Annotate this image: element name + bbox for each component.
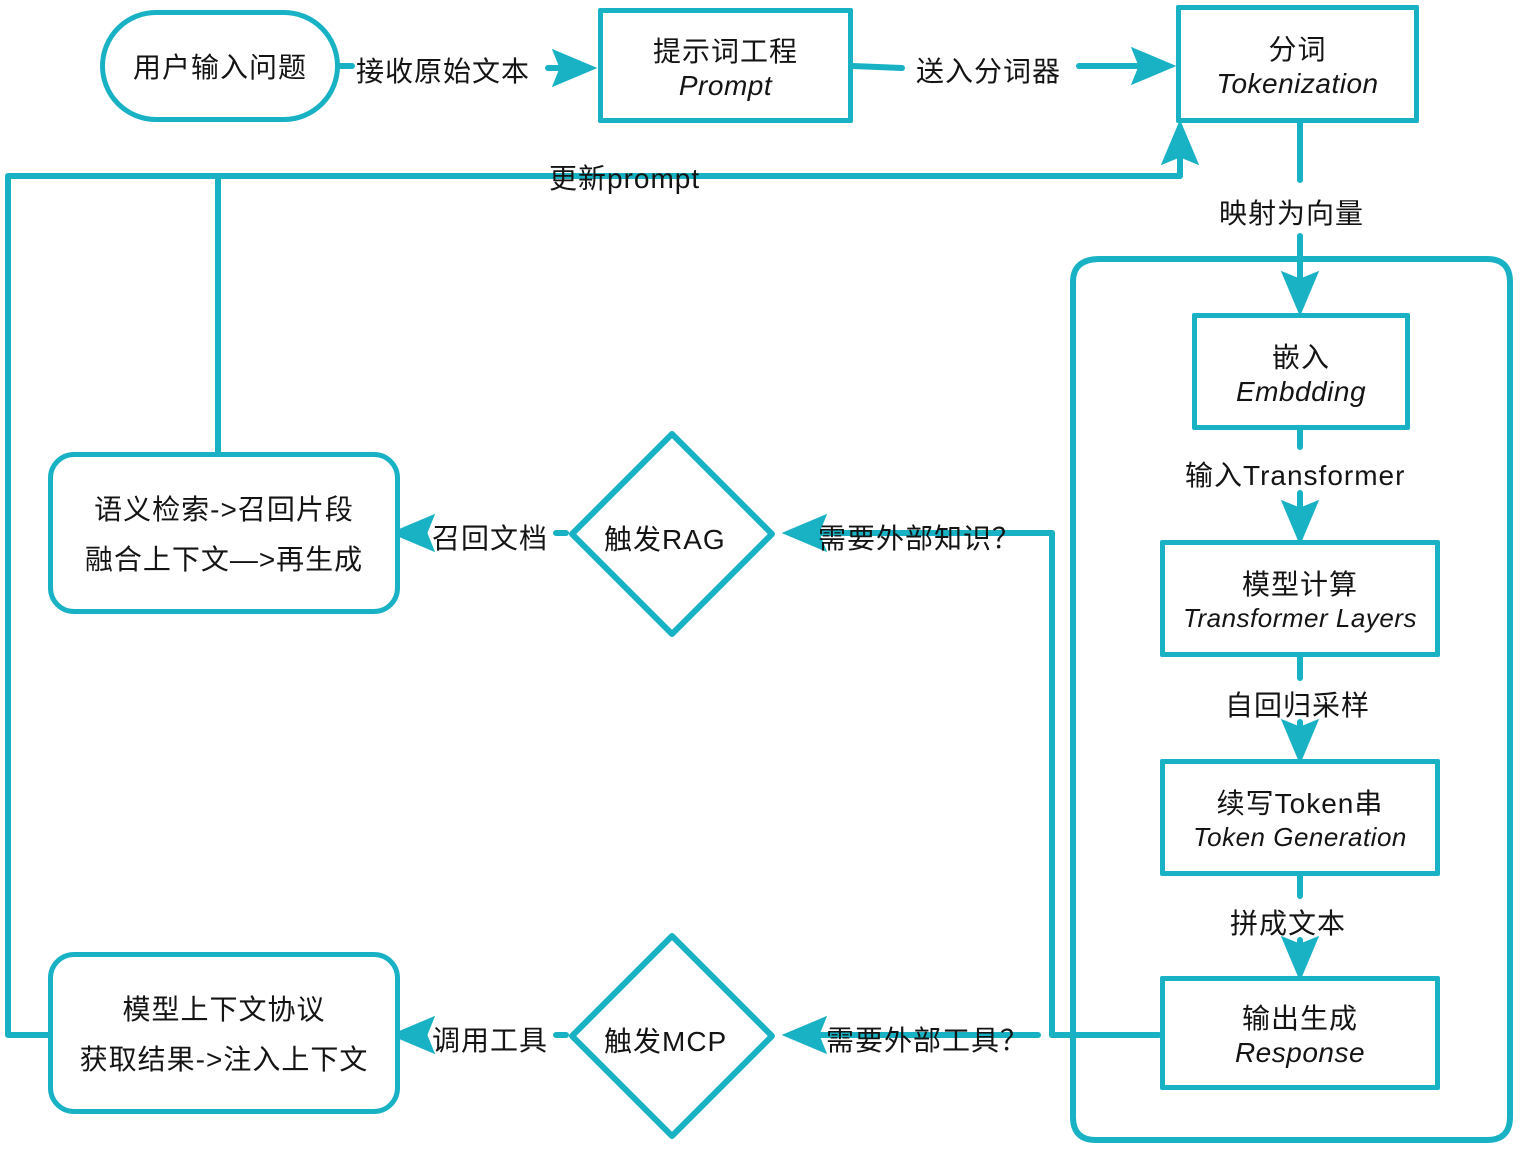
- node-tokenization-label-cn: 分词: [1268, 34, 1327, 65]
- node-mcp-decision-label: 触发MCP: [604, 1026, 728, 1057]
- node-mcp-detail-line1: 模型上下文协议: [122, 994, 326, 1025]
- edge-label-assemble-text: 拼成文本: [1230, 908, 1347, 939]
- node-rag-detail-line2: 融合上下文—>再生成: [84, 544, 364, 575]
- wire-ragdetail-feedback: [215, 173, 1183, 455]
- node-token-generation[interactable]: 续写Token串 Token Generation: [1160, 759, 1440, 876]
- node-rag-detail-line1: 语义检索->召回片段: [94, 494, 354, 525]
- container-outline: [1070, 256, 1513, 1143]
- node-response-label-en: Response: [1234, 1037, 1366, 1068]
- node-response[interactable]: 输出生成 Response: [1160, 976, 1440, 1090]
- node-response-label-cn: 输出生成: [1241, 1003, 1358, 1034]
- wire-prompt-to-token: [850, 63, 905, 71]
- edge-label-input-transformer: 输入Transformer: [1185, 460, 1406, 491]
- node-prompt[interactable]: 提示词工程 Prompt: [598, 8, 853, 123]
- node-prompt-label-cn: 提示词工程: [652, 35, 798, 67]
- node-rag-decision[interactable]: [566, 428, 778, 640]
- node-user-input[interactable]: 用户输入问题: [100, 10, 340, 122]
- edge-label-call-tools: 调用工具: [432, 1025, 549, 1056]
- node-transformer-layers[interactable]: 模型计算 Transformer Layers: [1160, 540, 1440, 657]
- edge-label-need-external-tools: 需要外部工具？: [826, 1025, 1030, 1056]
- node-transformer-label-en: Transformer Layers: [1183, 603, 1417, 633]
- node-mcp-decision[interactable]: [566, 930, 778, 1142]
- node-mcp-detail-line2: 获取结果->注入上下文: [79, 1044, 369, 1075]
- node-user-input-label: 用户输入问题: [132, 52, 307, 83]
- node-prompt-label-en: Prompt: [678, 69, 773, 101]
- node-embedding[interactable]: 嵌入 Embdding: [1192, 313, 1410, 430]
- node-tokenization-label-en: Tokenization: [1216, 68, 1379, 99]
- edge-label-recall-documents: 召回文档: [432, 523, 549, 554]
- node-transformer-label-cn: 模型计算: [1241, 569, 1358, 600]
- edge-label-send-to-tokenizer: 送入分词器: [916, 56, 1062, 87]
- node-embedding-label-en: Embdding: [1235, 375, 1367, 407]
- node-mcp-detail[interactable]: 模型上下文协议 获取结果->注入上下文: [48, 952, 400, 1114]
- edge-label-update-prompt: 更新prompt: [549, 163, 701, 194]
- node-tokengen-label-cn: 续写Token串: [1216, 788, 1384, 819]
- node-rag-detail[interactable]: 语义检索->召回片段 融合上下文—>再生成: [48, 452, 400, 614]
- edge-label-need-external-knowledge: 需要外部知识？: [818, 523, 1022, 554]
- node-tokengen-label-en: Token Generation: [1193, 822, 1407, 852]
- edge-label-map-to-vector: 映射为向量: [1219, 198, 1365, 229]
- edge-label-receive-raw-text: 接收原始文本: [356, 56, 531, 87]
- node-tokenization[interactable]: 分词 Tokenization: [1176, 5, 1419, 123]
- edge-label-autoregressive: 自回归采样: [1225, 690, 1371, 721]
- node-embedding-label-cn: 嵌入: [1271, 341, 1330, 373]
- wire-mcpdetail-feedback: [5, 173, 221, 1038]
- node-rag-decision-label: 触发RAG: [604, 524, 726, 555]
